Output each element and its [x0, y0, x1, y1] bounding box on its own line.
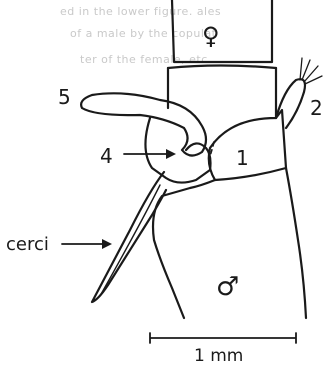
male-symbol: ♂: [216, 274, 239, 300]
female-abdomen-outline: [172, 0, 272, 62]
female-segment-line: [168, 66, 276, 69]
appendage-2: [276, 79, 305, 128]
female-symbol: ♀: [202, 24, 220, 48]
scale-bar: [150, 333, 296, 343]
label-1: 1: [236, 148, 249, 168]
hook-4: [145, 118, 210, 183]
scale-label: 1 mm: [194, 348, 243, 365]
cerci-arrowhead: [102, 239, 112, 249]
label-2: 2: [310, 98, 323, 118]
cerci-label: cerci: [6, 236, 49, 254]
cerci-outline: [92, 172, 166, 302]
label-4-arrowhead: [166, 149, 176, 159]
label-5: 5: [58, 87, 71, 107]
label-4: 4: [100, 146, 113, 166]
female-abdomen-sides: [168, 68, 276, 118]
cerci-inner-line: [100, 185, 160, 296]
